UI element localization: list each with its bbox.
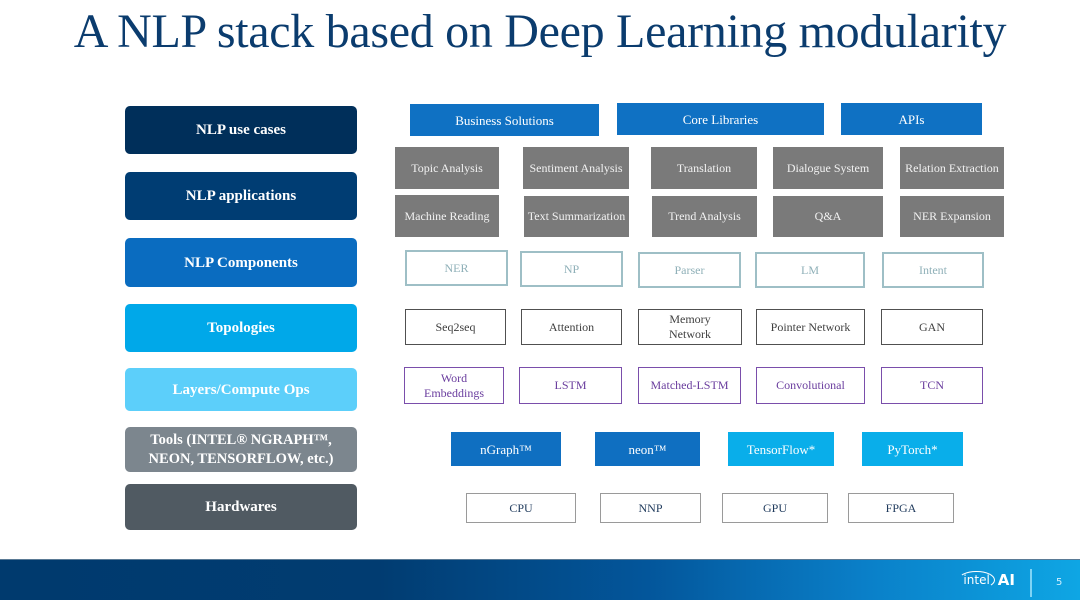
component-ner: NER bbox=[405, 250, 508, 286]
app-topic-analysis: Topic Analysis bbox=[395, 147, 499, 189]
op-tcn: TCN bbox=[881, 367, 983, 404]
component-parser: Parser bbox=[638, 252, 741, 288]
hardware-gpu: GPU bbox=[722, 493, 828, 523]
op-convolutional: Convolutional bbox=[756, 367, 865, 404]
app-relation-extraction: Relation Extraction bbox=[900, 147, 1004, 189]
use-case-business-solutions: Business Solutions bbox=[410, 104, 599, 136]
app-qa: Q&A bbox=[773, 196, 883, 237]
app-sentiment-analysis: Sentiment Analysis bbox=[523, 147, 629, 189]
use-case-core-libraries: Core Libraries bbox=[617, 103, 824, 135]
topology-gan: GAN bbox=[881, 309, 983, 345]
tool-neon: neon™ bbox=[595, 432, 700, 466]
page-number: 5 bbox=[1056, 577, 1063, 588]
component-np: NP bbox=[520, 251, 623, 287]
tool-tensorflow: TensorFlow* bbox=[728, 432, 834, 466]
topology-memory-network: Memory Network bbox=[638, 309, 742, 345]
app-ner-expansion: NER Expansion bbox=[900, 196, 1004, 237]
layer-nlp-applications: NLP applications bbox=[125, 172, 357, 220]
footer-divider bbox=[1030, 569, 1032, 597]
hardware-nnp: NNP bbox=[600, 493, 701, 523]
layer-hardwares: Hardwares bbox=[125, 484, 357, 530]
app-translation: Translation bbox=[651, 147, 757, 189]
app-trend-analysis: Trend Analysis bbox=[652, 196, 757, 237]
op-lstm: LSTM bbox=[519, 367, 622, 404]
topology-attention: Attention bbox=[521, 309, 622, 345]
intel-ai-logo: intel AI bbox=[958, 571, 1015, 589]
layer-nlp-components: NLP Components bbox=[125, 238, 357, 287]
layer-compute-ops: Layers/Compute Ops bbox=[125, 368, 357, 411]
topology-seq2seq: Seq2seq bbox=[405, 309, 506, 345]
tool-ngraph: nGraph™ bbox=[451, 432, 561, 466]
tool-pytorch: PyTorch* bbox=[862, 432, 963, 466]
layer-tools: Tools (INTEL® NGRAPH™, NEON, TENSORFLOW,… bbox=[125, 427, 357, 472]
layer-topologies: Topologies bbox=[125, 304, 357, 352]
ai-label: AI bbox=[997, 571, 1015, 589]
op-matched-lstm: Matched-LSTM bbox=[638, 367, 741, 404]
slide-title: A NLP stack based on Deep Learning modul… bbox=[73, 5, 1007, 58]
component-lm: LM bbox=[755, 252, 865, 288]
op-word-embeddings: Word Embeddings bbox=[404, 367, 504, 404]
app-dialogue-system: Dialogue System bbox=[773, 147, 883, 189]
footer-bar bbox=[0, 559, 1080, 600]
app-text-summarization: Text Summarization bbox=[524, 196, 629, 237]
component-intent: Intent bbox=[882, 252, 984, 288]
topology-pointer-network: Pointer Network bbox=[756, 309, 865, 345]
use-case-apis: APIs bbox=[841, 103, 982, 135]
intel-logo-icon: intel bbox=[958, 571, 995, 589]
hardware-cpu: CPU bbox=[466, 493, 576, 523]
app-machine-reading: Machine Reading bbox=[395, 195, 499, 237]
layer-nlp-use-cases: NLP use cases bbox=[125, 106, 357, 154]
hardware-fpga: FPGA bbox=[848, 493, 954, 523]
